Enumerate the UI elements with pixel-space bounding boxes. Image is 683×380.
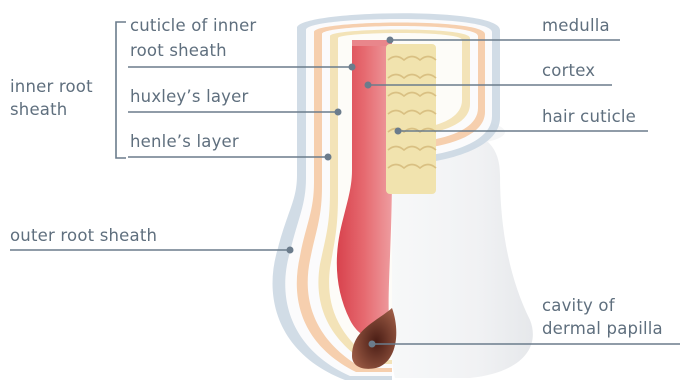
label-huxleys-layer: huxley’s layer bbox=[130, 85, 248, 108]
leader-dot-dermal-papilla bbox=[369, 341, 376, 348]
leader-dot-outer-root-sheath bbox=[287, 247, 294, 254]
label-cortex: cortex bbox=[542, 59, 595, 82]
leader-dot-huxley bbox=[335, 109, 342, 116]
label-sheath: sheath bbox=[10, 98, 67, 121]
label-root-sheath: root sheath bbox=[130, 39, 227, 62]
label-inner-root: inner root bbox=[10, 75, 93, 98]
label-cavity-of: cavity of bbox=[542, 294, 615, 317]
leader-dot-cuticle bbox=[349, 64, 356, 71]
inner-root-sheath-bracket bbox=[116, 22, 126, 158]
leader-dot-henle bbox=[325, 154, 332, 161]
label-cuticle-of-inner: cuticle of inner bbox=[130, 14, 256, 37]
leader-dot-medulla bbox=[387, 37, 394, 44]
label-henles-layer: henle’s layer bbox=[130, 130, 239, 153]
label-dermal-papilla: dermal papilla bbox=[542, 317, 663, 340]
leader-dot-cortex bbox=[365, 82, 372, 89]
label-outer-root-sheath: outer root sheath bbox=[10, 224, 157, 247]
leader-dot-hair-cuticle bbox=[395, 128, 402, 135]
label-medulla: medulla bbox=[542, 14, 610, 37]
label-hair-cuticle: hair cuticle bbox=[542, 105, 636, 128]
cortex-region bbox=[386, 44, 436, 194]
medulla-stripe bbox=[352, 40, 392, 46]
